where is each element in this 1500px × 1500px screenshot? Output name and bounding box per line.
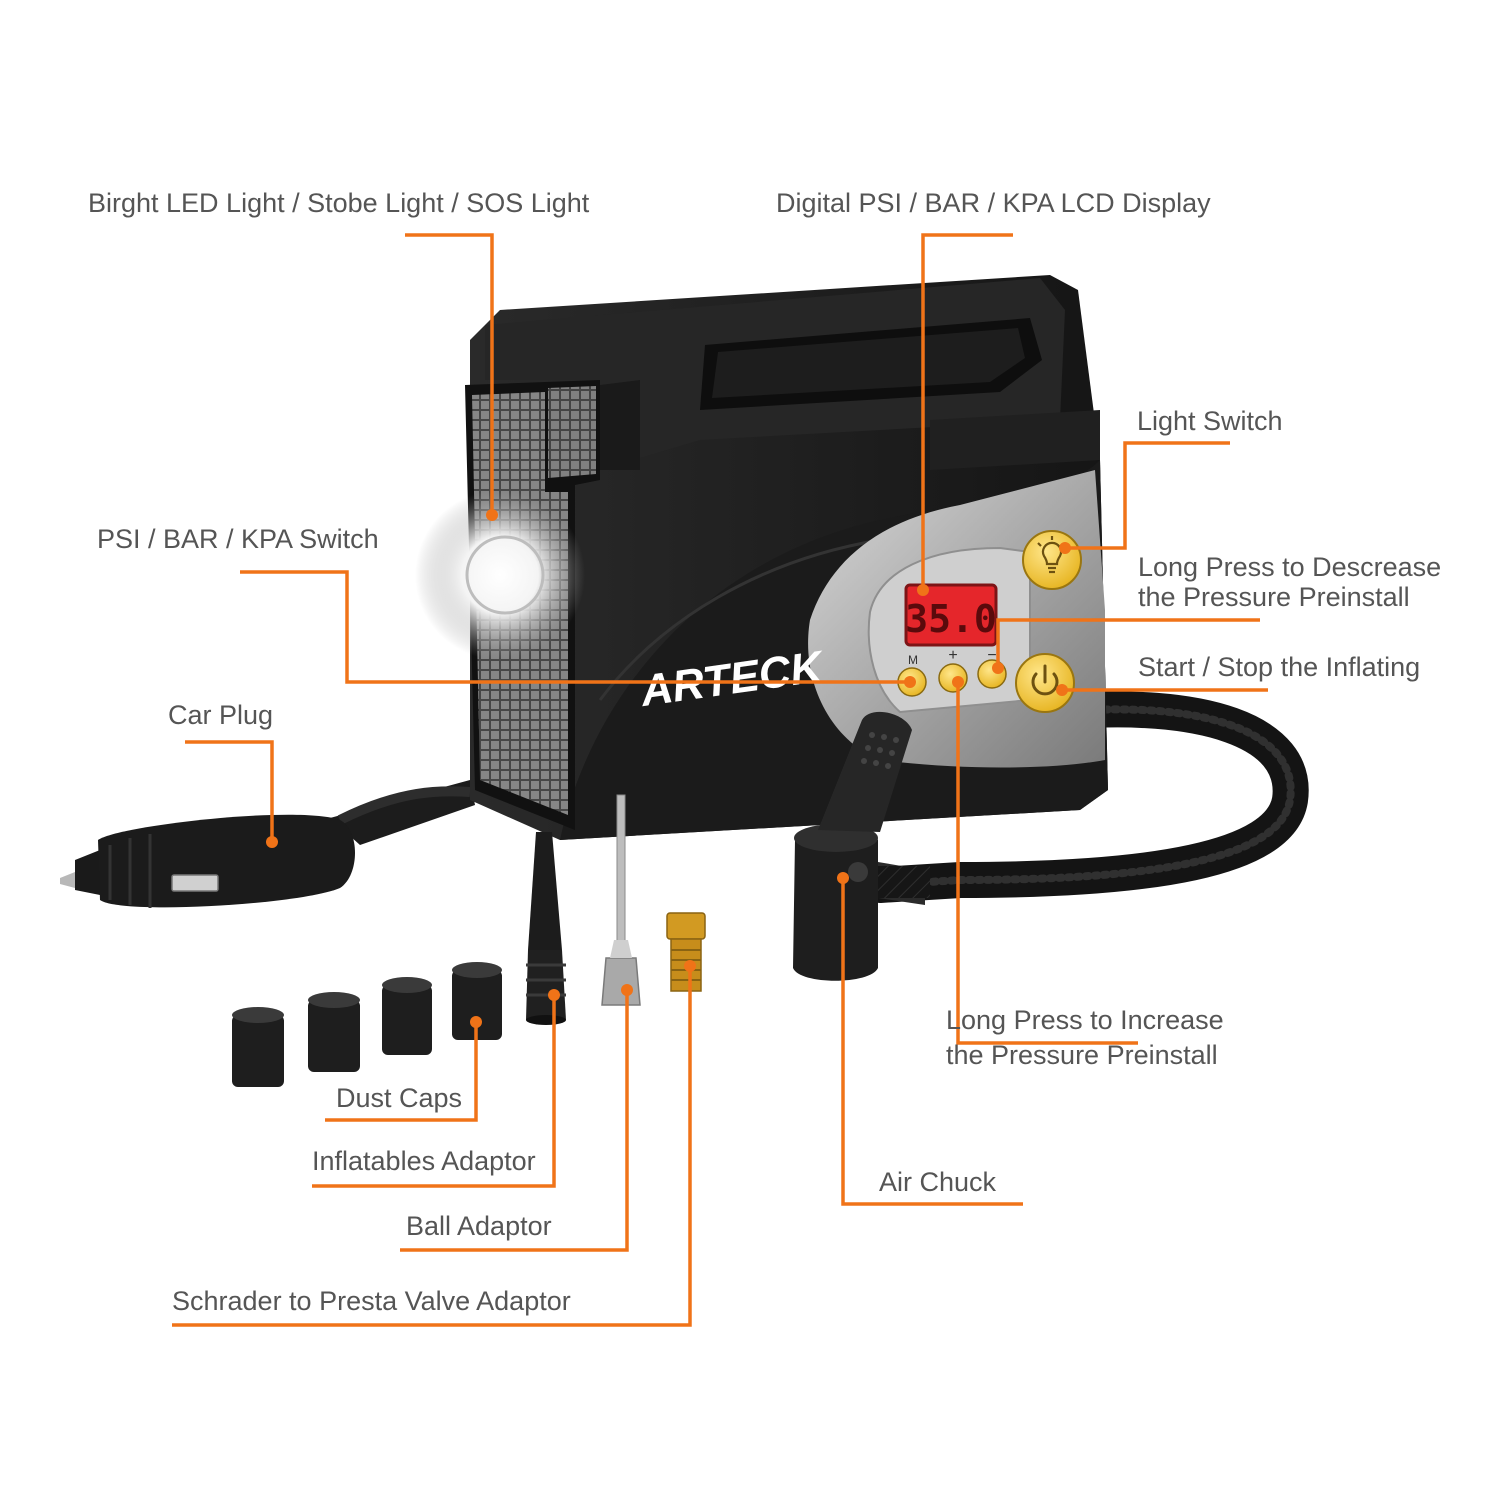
- label-lcd-display: Digital PSI / BAR / KPA LCD Display: [776, 188, 1211, 218]
- car-plug: [60, 814, 355, 908]
- label-increase-line1: Long Press to Increase: [946, 1005, 1224, 1035]
- lcd-reading: 35.0: [905, 597, 997, 641]
- minus-button-label: −: [987, 647, 996, 664]
- leader-presta: [172, 966, 692, 1327]
- label-light-switch: Light Switch: [1137, 406, 1283, 436]
- dust-cap: [232, 1007, 284, 1087]
- led-light-panel: [415, 380, 600, 830]
- label-ball-adaptor: Ball Adaptor: [406, 1211, 552, 1241]
- label-decrease-line2: the Pressure Preinstall: [1138, 582, 1410, 612]
- dust-caps: [232, 962, 502, 1087]
- air-hose: [862, 691, 1309, 903]
- increase-button[interactable]: [938, 663, 968, 693]
- leader-lcd: [921, 233, 1013, 590]
- dust-cap: [452, 962, 502, 1040]
- power-button[interactable]: [1015, 653, 1075, 713]
- leader-decrease: [996, 618, 1260, 668]
- plus-button-label: +: [948, 647, 957, 664]
- leader-car-plug: [185, 740, 274, 842]
- label-presta-adaptor: Schrader to Presta Valve Adaptor: [172, 1286, 571, 1316]
- label-decrease-line1: Long Press to Descrease: [1138, 552, 1442, 582]
- leader-led: [405, 233, 494, 515]
- leader-ball: [400, 990, 629, 1252]
- label-air-chuck: Air Chuck: [879, 1167, 997, 1197]
- label-dust-caps: Dust Caps: [336, 1083, 463, 1113]
- label-led-light: Birght LED Light / Stobe Light / SOS Lig…: [88, 188, 590, 218]
- lcd-display: 35.0: [904, 583, 998, 647]
- label-increase-line2: the Pressure Preinstall: [946, 1040, 1218, 1070]
- leader-lines: [172, 233, 1268, 1327]
- leader-air-chuck: [841, 878, 1023, 1206]
- dust-cap: [308, 992, 360, 1072]
- inflatables-adaptor: [526, 832, 566, 1025]
- label-inflatables-adaptor: Inflatables Adaptor: [312, 1146, 536, 1176]
- leader-light-switch: [1065, 441, 1230, 550]
- presta-adaptor: [666, 912, 706, 992]
- power-icon: [1031, 664, 1059, 696]
- light-switch-button[interactable]: [1022, 530, 1082, 590]
- leader-psi: [240, 570, 910, 684]
- mode-button-label: M: [908, 653, 918, 667]
- led-bulb-icon: [415, 490, 585, 660]
- leader-inflatables: [312, 995, 556, 1188]
- car-plug-cord: [330, 780, 475, 845]
- dust-cap: [382, 977, 432, 1055]
- label-start-stop: Start / Stop the Inflating: [1138, 652, 1421, 682]
- label-car-plug: Car Plug: [168, 700, 274, 730]
- leader-dust-caps: [325, 1022, 478, 1122]
- leader-increase: [956, 682, 1138, 1045]
- air-chuck: [793, 711, 930, 981]
- label-psi-switch: PSI / BAR / KPA Switch: [97, 524, 379, 554]
